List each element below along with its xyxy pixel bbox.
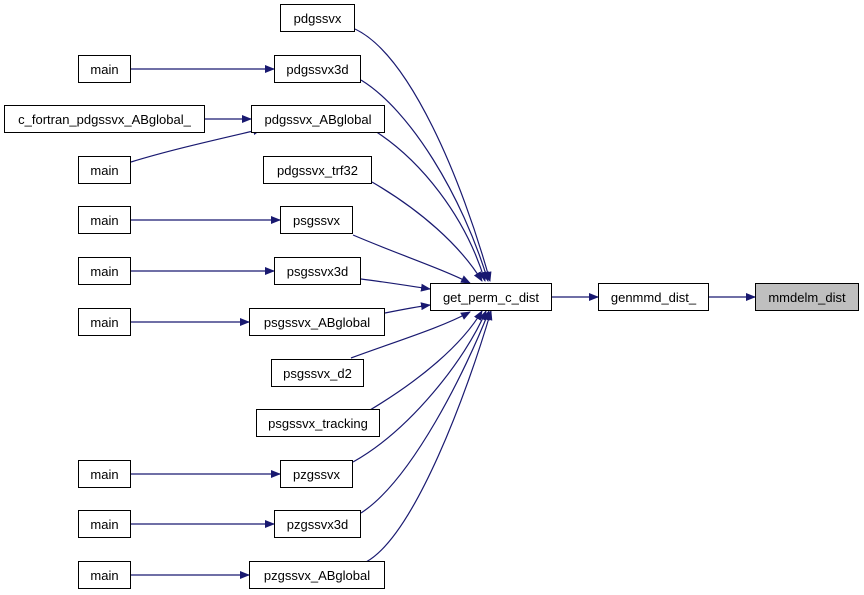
node-mmdelm-dist: mmdelm_dist <box>755 283 859 311</box>
node-main-3[interactable]: main <box>78 206 131 234</box>
node-label: mmdelm_dist <box>768 289 846 305</box>
edge-pzgssvx-to-get-perm <box>352 310 487 463</box>
node-label: main <box>90 61 119 77</box>
node-label: genmmd_dist_ <box>610 289 697 305</box>
node-label: psgssvx3d <box>286 263 349 279</box>
edge-psgssvx-d2-to-get-perm <box>350 311 471 359</box>
edge-psgssvx3d-to-get-perm <box>360 278 431 292</box>
node-label: main <box>90 516 119 532</box>
node-label: pdgssvx3d <box>286 61 349 77</box>
node-label: psgssvx <box>293 212 340 228</box>
node-psgssvx-d2[interactable]: psgssvx_d2 <box>271 359 364 387</box>
node-main-2[interactable]: main <box>78 156 131 184</box>
node-label: psgssvx_ABglobal <box>263 314 371 330</box>
node-label: get_perm_c_dist <box>442 289 540 305</box>
node-psgssvx3d[interactable]: psgssvx3d <box>274 257 361 285</box>
node-label: c_fortran_pdgssvx_ABglobal_ <box>18 111 191 127</box>
node-label: main <box>90 263 119 279</box>
node-get-perm-c-dist[interactable]: get_perm_c_dist <box>430 283 552 311</box>
node-main-6[interactable]: main <box>78 460 131 488</box>
node-main-1[interactable]: main <box>78 55 131 83</box>
node-label: main <box>90 314 119 330</box>
node-pzgssvx3d[interactable]: pzgssvx3d <box>274 510 361 538</box>
node-main-7[interactable]: main <box>78 510 131 538</box>
edge-pdgssvx-to-get-perm <box>354 28 492 282</box>
node-label: main <box>90 567 119 583</box>
node-pzgssvx[interactable]: pzgssvx <box>280 460 353 488</box>
node-label: psgssvx_tracking <box>268 415 368 431</box>
node-pdgssvx-abglobal[interactable]: pdgssvx_ABglobal <box>251 105 385 133</box>
node-label: main <box>90 212 119 228</box>
edge-pdgssvx-abglobal-to-get-perm <box>374 130 487 282</box>
node-main-8[interactable]: main <box>78 561 131 589</box>
node-label: pdgssvx <box>293 10 342 26</box>
edge-pzgssvx3d-to-get-perm <box>360 310 490 514</box>
node-label: pdgssvx_ABglobal <box>264 111 372 127</box>
node-psgssvx-tracking[interactable]: psgssvx_tracking <box>256 409 380 437</box>
node-label: main <box>90 466 119 482</box>
edge-psgssvx-tracking-to-get-perm <box>369 310 483 411</box>
node-psgssvx[interactable]: psgssvx <box>280 206 353 234</box>
node-genmmd-dist[interactable]: genmmd_dist_ <box>598 283 709 311</box>
node-main-4[interactable]: main <box>78 257 131 285</box>
edge-main2-to-pdgssvx-abglobal <box>130 127 263 163</box>
node-label: psgssvx_d2 <box>283 365 352 381</box>
node-pdgssvx3d[interactable]: pdgssvx3d <box>274 55 361 83</box>
node-label: pzgssvx3d <box>286 516 349 532</box>
node-c-fortran-pdgssvx-abglobal[interactable]: c_fortran_pdgssvx_ABglobal_ <box>4 105 205 133</box>
node-pdgssvx[interactable]: pdgssvx <box>280 4 355 32</box>
edge-psgssvx-abglobal-to-get-perm <box>384 302 431 314</box>
node-label: main <box>90 162 119 178</box>
node-label: pdgssvx_trf32 <box>277 162 358 178</box>
edge-psgssvx-to-get-perm <box>352 234 471 284</box>
node-pzgssvx-abglobal[interactable]: pzgssvx_ABglobal <box>249 561 385 589</box>
edge-pdgssvx3d-to-get-perm <box>360 79 490 282</box>
node-label: pzgssvx_ABglobal <box>263 567 371 583</box>
edge-pzgssvx-abglobal-to-get-perm <box>365 310 493 563</box>
edge-pdgssvx-trf32-to-get-perm <box>371 181 483 282</box>
node-main-5[interactable]: main <box>78 308 131 336</box>
node-psgssvx-abglobal[interactable]: psgssvx_ABglobal <box>249 308 385 336</box>
node-label: pzgssvx <box>293 466 340 482</box>
node-pdgssvx-trf32[interactable]: pdgssvx_trf32 <box>263 156 372 184</box>
